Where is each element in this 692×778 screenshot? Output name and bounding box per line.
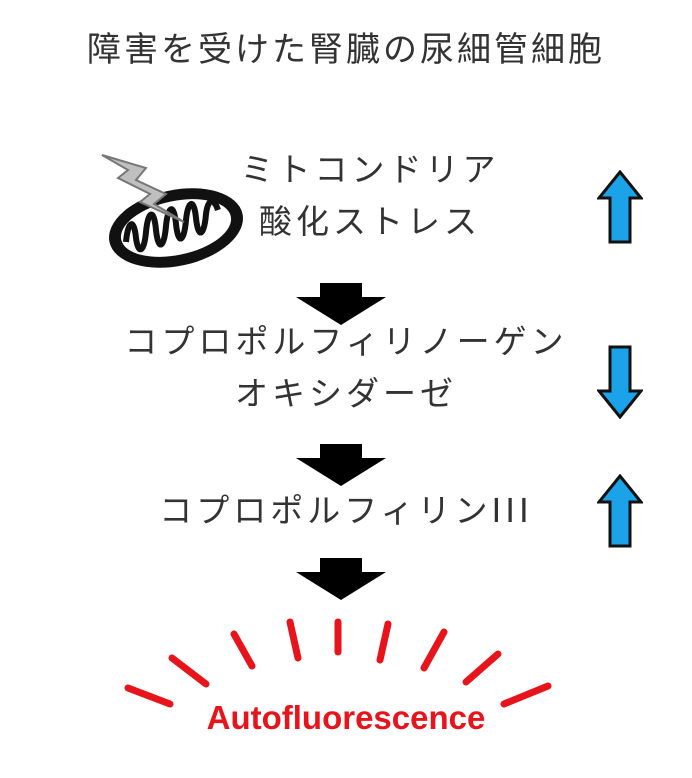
step-line: コプロポルフィリンIII	[159, 491, 533, 530]
arrow-down-icon	[597, 345, 643, 419]
autofluorescence-label: Autofluorescence	[206, 699, 486, 736]
glow-rays-icon	[124, 618, 552, 708]
step-mitochondrial-oxidative-stress: ミトコンドリア 酸化ストレス	[90, 144, 650, 248]
lightning-bolt-icon	[101, 154, 185, 223]
mitochondrion-icon	[101, 154, 243, 268]
step-coproporphyrin-iii: コプロポルフィリンIII	[0, 485, 692, 537]
arrow-up-icon	[597, 170, 643, 244]
diagram-title: 障害を受けた腎臓の尿細管細胞	[87, 30, 605, 70]
step-line: 酸化ストレス	[259, 202, 481, 241]
down-arrow-icon	[296, 283, 386, 325]
step-coproporphyrinogen-oxidase: コプロポルフィリノーゲン オキシダーゼ	[0, 316, 692, 420]
step-line: ミトコンドリア	[240, 150, 500, 189]
down-arrow-icon	[296, 558, 386, 600]
arrow-up-icon	[597, 474, 643, 548]
step-line: オキシダーゼ	[235, 374, 457, 413]
mitochondrion-body	[109, 188, 243, 268]
down-arrow-icon	[296, 444, 386, 486]
step-line: コプロポルフィリノーゲン	[124, 322, 568, 361]
